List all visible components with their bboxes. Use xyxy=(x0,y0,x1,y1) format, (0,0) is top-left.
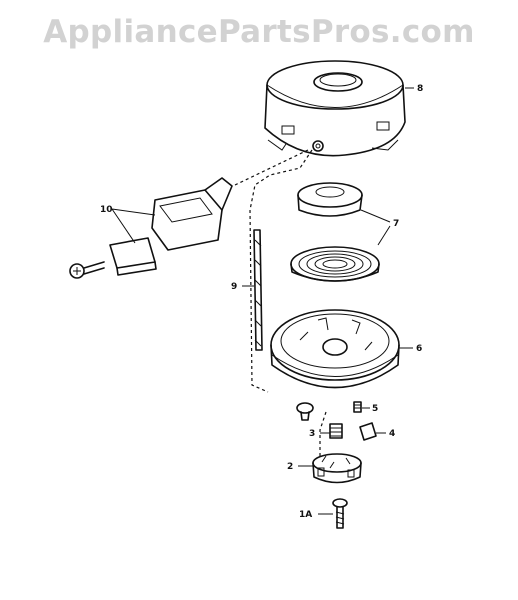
label-part-7: 7 xyxy=(393,219,399,229)
starter-rope-part[interactable] xyxy=(253,229,263,351)
watermark: AppliancePartsPros.com xyxy=(43,14,475,50)
retainer-spring-part[interactable] xyxy=(329,423,343,439)
center-bolt-part[interactable] xyxy=(296,402,314,421)
label-part-6: 6 xyxy=(416,344,422,354)
pawl-retainer-part[interactable] xyxy=(312,453,362,484)
label-part-4: 4 xyxy=(389,429,395,439)
handle-screw-part[interactable] xyxy=(69,261,105,279)
handle-path-line xyxy=(234,149,309,186)
leader-7 xyxy=(360,209,391,246)
rope-pulley-part[interactable] xyxy=(270,309,400,389)
pawl-spring-part[interactable] xyxy=(353,401,362,413)
label-part-2: 2 xyxy=(287,462,293,472)
label-part-3: 3 xyxy=(309,429,315,439)
spring-cup-part[interactable] xyxy=(297,182,363,217)
rewind-spring-part[interactable] xyxy=(290,246,380,282)
mounting-screw-part[interactable] xyxy=(332,498,348,529)
label-part-10: 10 xyxy=(100,205,113,215)
label-part-8: 8 xyxy=(417,84,423,94)
starter-handle-part[interactable] xyxy=(151,177,233,251)
handle-clip-part[interactable] xyxy=(109,237,157,276)
label-part-9: 9 xyxy=(231,282,237,292)
rope-path-line xyxy=(249,149,313,393)
pawl-part[interactable] xyxy=(359,422,377,441)
starter-housing-part[interactable] xyxy=(264,60,406,157)
leader-10 xyxy=(111,208,156,244)
label-part-5: 5 xyxy=(372,404,378,414)
label-part-1a: 1A xyxy=(299,510,312,520)
